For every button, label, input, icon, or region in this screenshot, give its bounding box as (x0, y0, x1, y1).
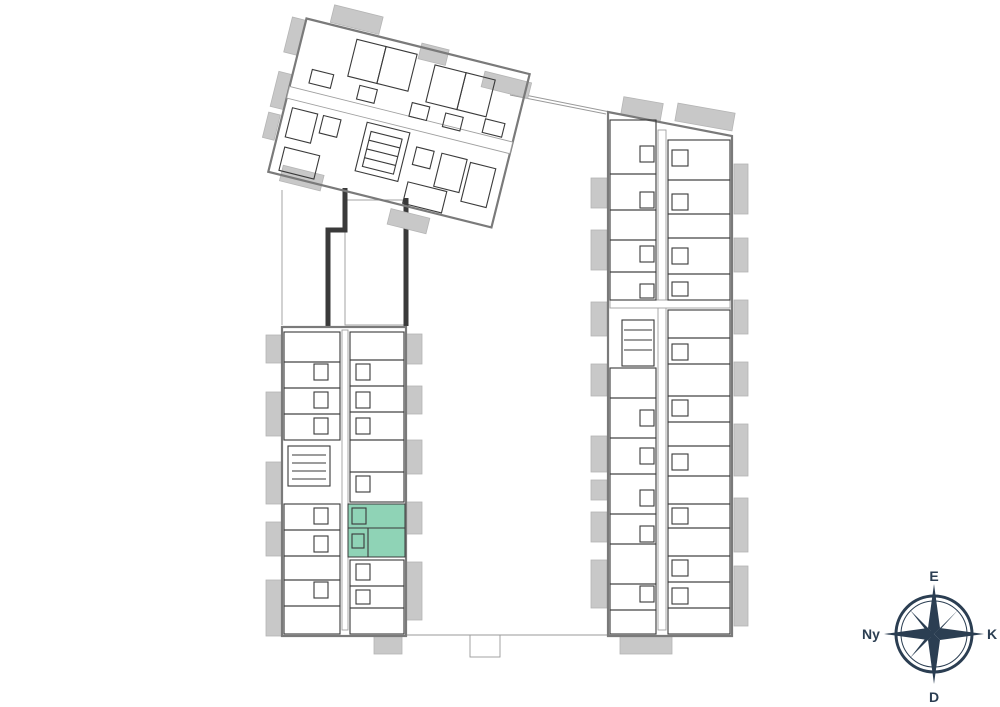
highlighted-apartment[interactable] (347, 503, 406, 558)
compass-east-label: K (987, 626, 997, 642)
compass-north-label: E (929, 568, 938, 584)
compass-rose-icon: E D Ny K (862, 568, 997, 705)
building-block-east (590, 96, 749, 655)
building-block-west (265, 325, 423, 655)
compass-west-label: Ny (862, 626, 880, 642)
connecting-bridge (325, 188, 409, 326)
compass-south-label: D (929, 689, 939, 705)
building-block-north (261, 4, 533, 235)
courtyard-outline (281, 91, 611, 658)
